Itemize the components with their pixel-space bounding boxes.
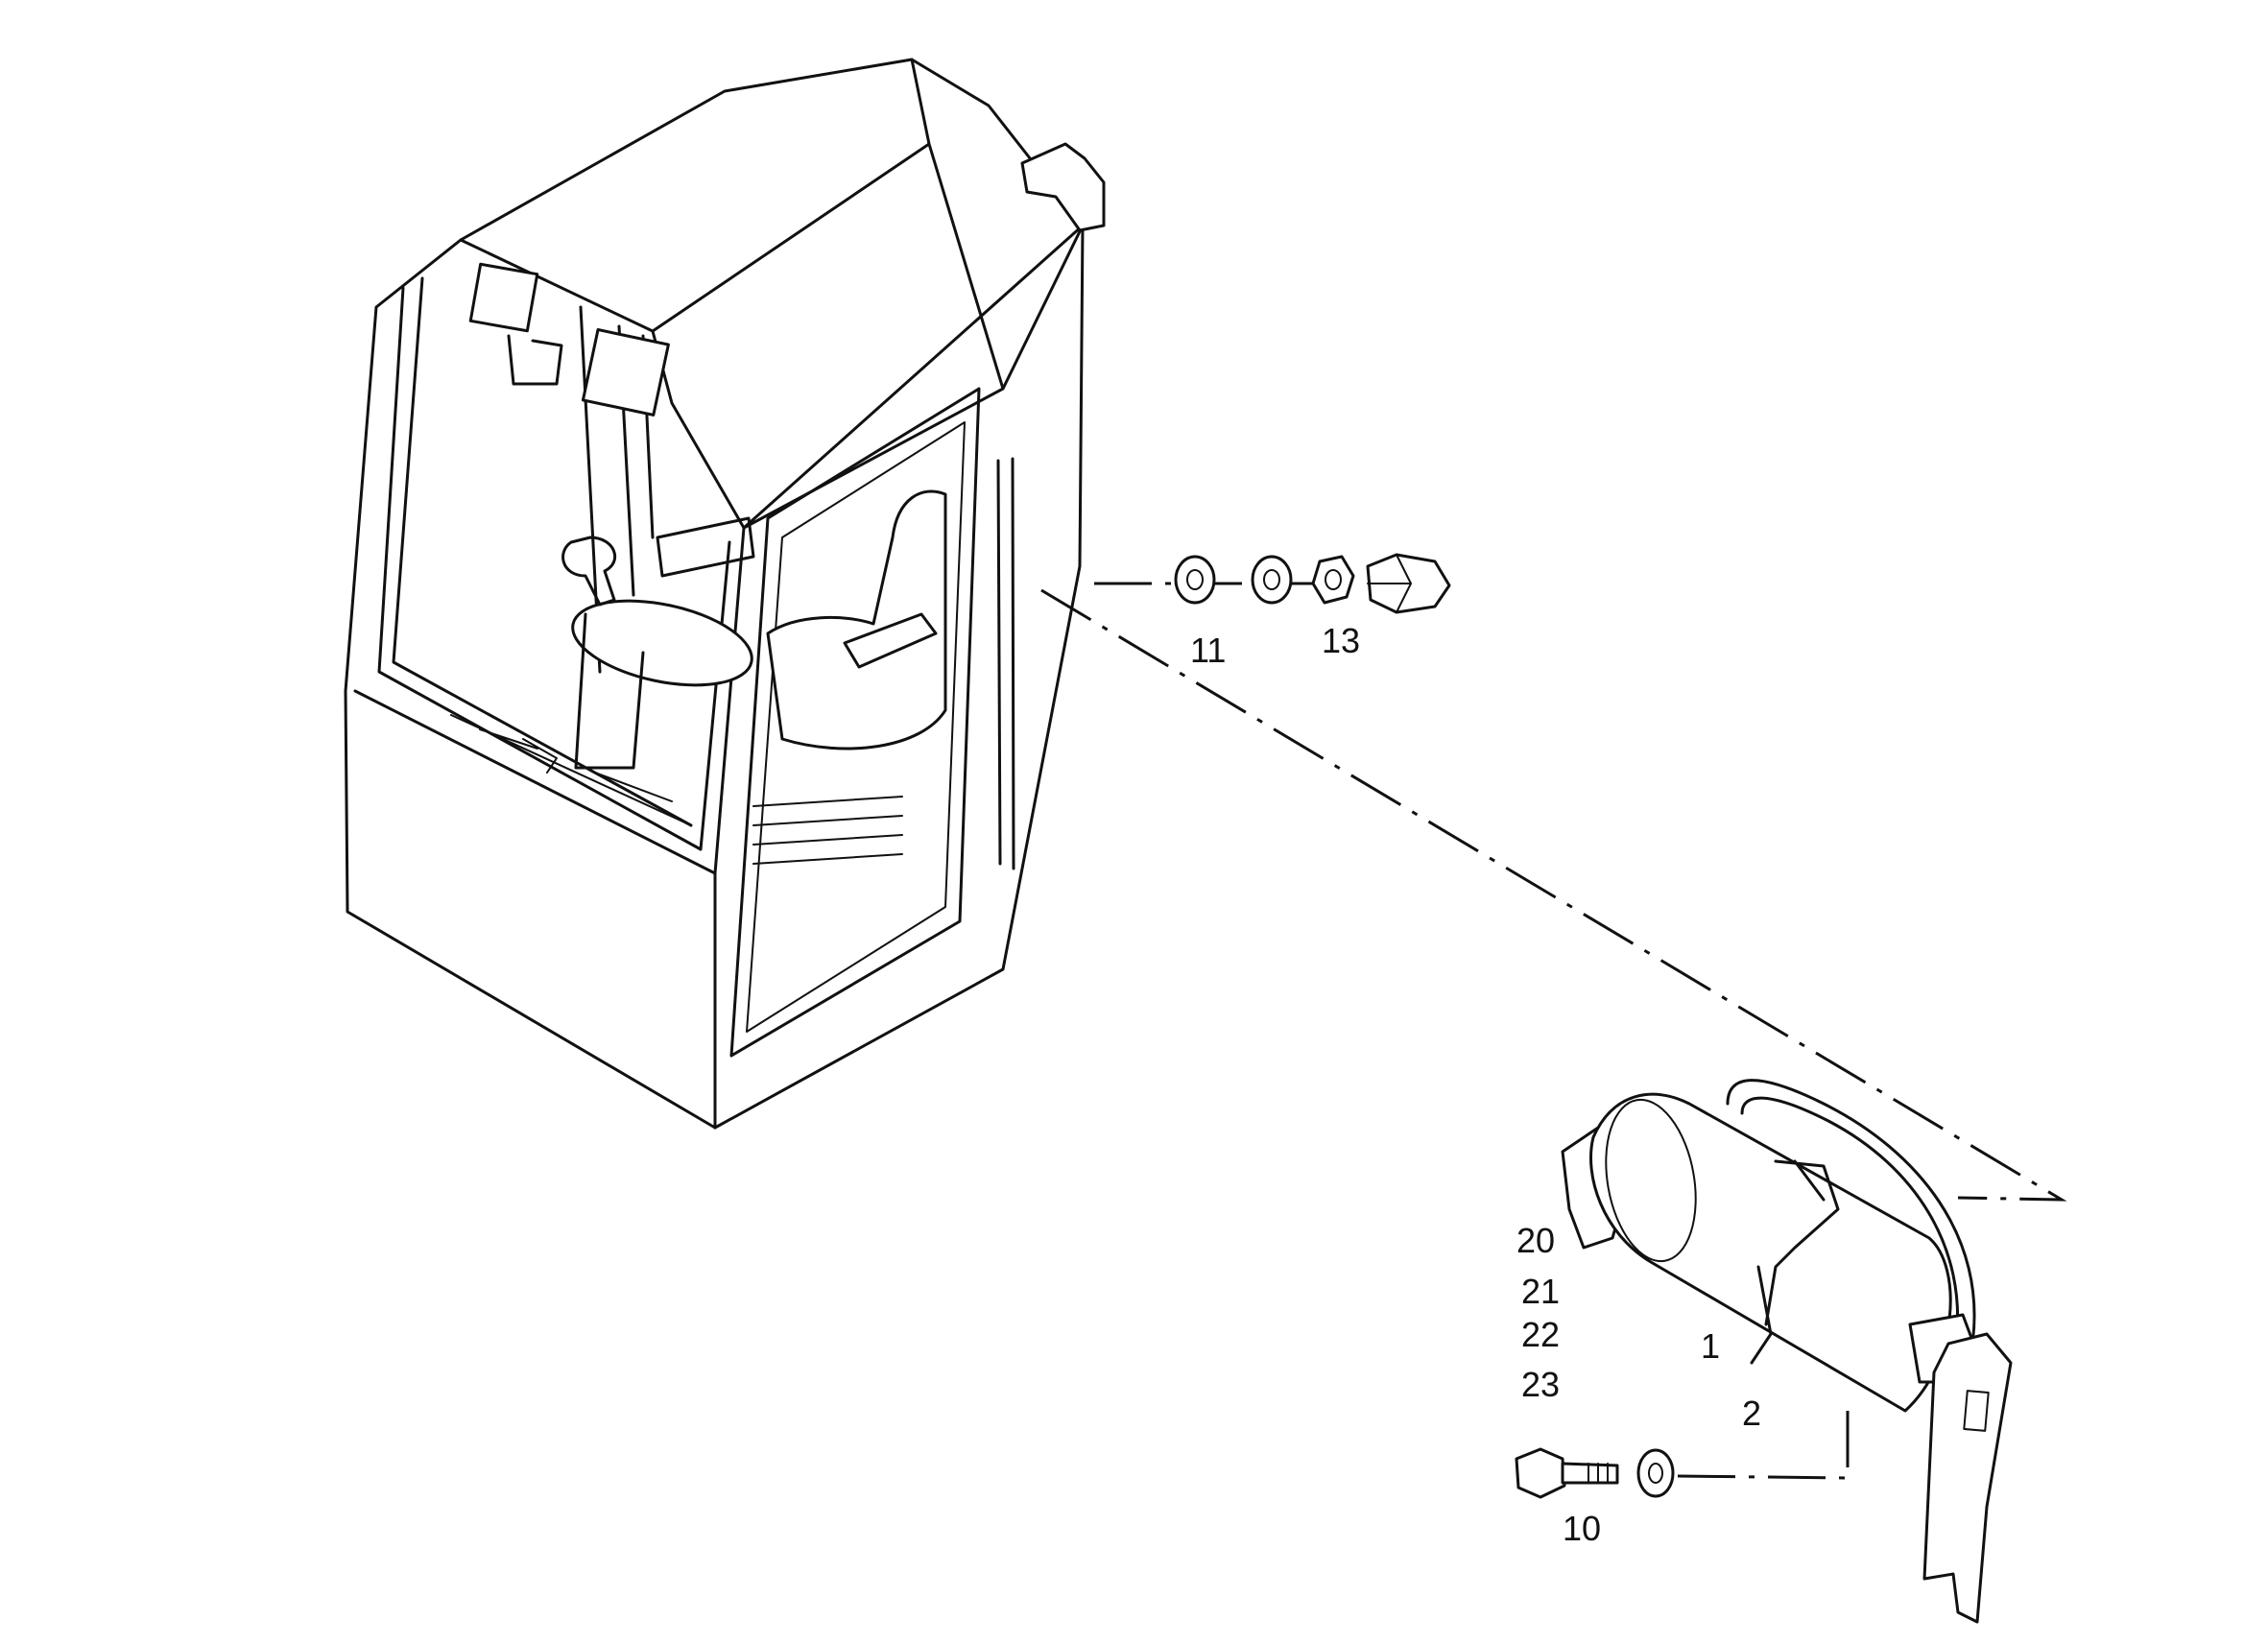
washer-11-a xyxy=(1174,555,1216,605)
steering-wheel xyxy=(571,599,753,687)
bolt-10-shank xyxy=(1561,1462,1619,1485)
callout-10: 10 xyxy=(1563,1509,1601,1548)
strap-clip-2 xyxy=(1750,1265,1773,1365)
leader-line-cab-to-extinguisher xyxy=(1040,588,2067,1202)
callout-11: 11 xyxy=(1190,631,1226,670)
nut-13 xyxy=(1311,555,1355,605)
washer-10 xyxy=(1636,1448,1675,1498)
discharge-handle xyxy=(1922,1332,2013,1624)
cylinder-end-cap xyxy=(1605,1098,1697,1263)
callout-20: 20 xyxy=(1516,1221,1555,1260)
cab-roof xyxy=(459,58,1085,530)
callout-1: 1 xyxy=(1701,1326,1720,1366)
cab-antenna xyxy=(507,334,563,386)
extinguisher-callouts: 20 21 22 23 1 2 10 xyxy=(1516,1221,1761,1548)
fire-extinguisher-assembly xyxy=(1515,1079,2013,1624)
extinguisher-cylinder xyxy=(1589,1092,1952,1413)
cab-left-frame xyxy=(344,238,746,1130)
callout-2: 2 xyxy=(1742,1394,1761,1433)
seat-armrest xyxy=(843,612,938,669)
washer-11-b xyxy=(1251,555,1293,605)
washer-11-b-hole xyxy=(1263,569,1280,590)
operator-seat xyxy=(766,489,947,751)
callout-21: 21 xyxy=(1521,1272,1560,1311)
operator-cab xyxy=(344,58,1106,1130)
callout-22: 22 xyxy=(1521,1315,1560,1354)
discharge-hose-inner xyxy=(1740,1096,1960,1346)
steering-column xyxy=(574,612,645,770)
cab-right-frame xyxy=(713,224,1085,1130)
cab-floor-line xyxy=(353,689,717,875)
washer-10-hole xyxy=(1648,1463,1663,1484)
cab-mirror-left xyxy=(468,262,539,333)
cab-rear-light xyxy=(1020,142,1106,232)
discharge-hose xyxy=(1726,1079,1976,1346)
washer-11-a-hole xyxy=(1186,569,1204,590)
cab-roof-edge xyxy=(651,58,1005,391)
callout-23: 23 xyxy=(1521,1365,1560,1404)
cab-door-handle xyxy=(996,457,1015,870)
cab-door-window xyxy=(729,387,981,1058)
rear-handrail xyxy=(656,516,755,578)
floor-console xyxy=(450,714,692,826)
handle-window xyxy=(1963,1390,1990,1432)
bolt-10-thread xyxy=(1588,1463,1609,1484)
cab-mirror-right xyxy=(581,327,670,417)
cab-left-window xyxy=(377,276,731,851)
bolt-axis-line xyxy=(1677,1411,1850,1480)
callout-13: 13 xyxy=(1322,621,1360,660)
acorn-nut-face xyxy=(1367,554,1412,613)
bolt-10-head xyxy=(1515,1447,1566,1499)
nut-13-hole xyxy=(1325,569,1342,590)
joystick xyxy=(561,536,617,607)
cylinder-strap xyxy=(1764,1159,1840,1326)
fastener-row: 11 13 xyxy=(1094,553,1451,670)
cab-door-inner xyxy=(746,421,966,1033)
seat-cushion-ridges xyxy=(752,796,903,865)
